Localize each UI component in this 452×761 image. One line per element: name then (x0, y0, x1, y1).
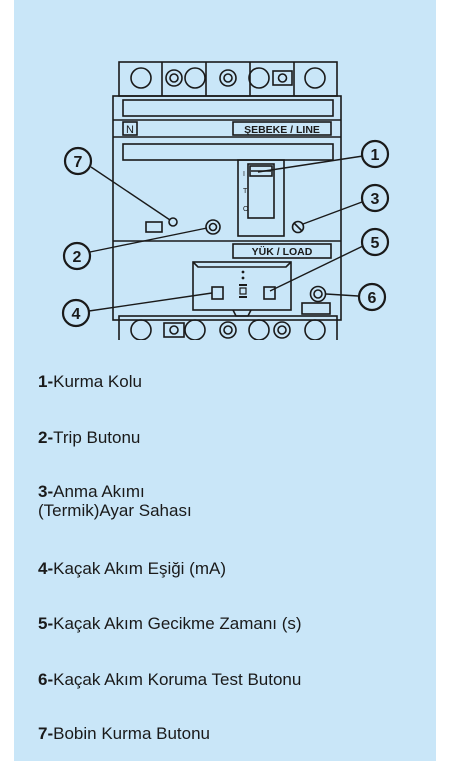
legend-item-5: 5-Kaçak Akım Gecikme Zamanı (s) (38, 614, 302, 633)
legend-item-3: 3-Anma Akımı(Termik)Ayar Sahası (38, 482, 192, 520)
switch-mark-off: O (243, 206, 249, 213)
legend-item-7: 7-Bobin Kurma Butonu (38, 724, 211, 743)
callout-7-circle (63, 146, 93, 176)
breaker-diagram: N ŞEBEKE / LINE YÜK / LOAD I T O 1 2 3 4… (61, 61, 390, 340)
legend-item-6: 6-Kaçak Akım Koruma Test Butonu (38, 670, 302, 689)
trip-button (205, 219, 221, 235)
current-adjust-dial (291, 220, 305, 234)
mid-label-strip (122, 143, 334, 161)
callout-4: 4 (72, 306, 81, 323)
callout-6-circle (357, 282, 387, 312)
test-button-plate (301, 302, 331, 315)
callout-2: 2 (73, 249, 82, 266)
callout-1-circle (360, 139, 390, 169)
switch-mark-on: I (243, 171, 245, 178)
callout-7: 7 (74, 154, 83, 171)
callout-6: 6 (368, 290, 377, 307)
n-label-box (122, 121, 138, 136)
toggle-handle (247, 163, 275, 219)
n-label: N (126, 124, 134, 136)
legend-item-1: 1-Kurma Kolu (38, 372, 142, 391)
callout-2-circle (62, 241, 92, 271)
line-label: ŞEBEKE / LINE (244, 124, 320, 136)
rcd-test-button (309, 285, 327, 303)
switch-mark-trip: T (243, 188, 248, 195)
legend-item-2: 2-Trip Butonu (38, 428, 141, 447)
callout-3: 3 (371, 191, 380, 208)
callout-3-circle (360, 183, 390, 213)
bottom-terminal-block (118, 315, 338, 340)
callout-5-circle (360, 227, 390, 257)
legend-item-4: 4-Kaçak Akım Eşiği (mA) (38, 559, 226, 578)
bobin-reset-button (145, 221, 163, 233)
load-label: YÜK / LOAD (252, 245, 313, 258)
terminal-screw (130, 67, 152, 89)
callout-1: 1 (371, 147, 380, 164)
breaker-body (112, 95, 342, 321)
background-panel (14, 0, 436, 761)
load-label-box (232, 243, 332, 259)
handle-slot (237, 159, 285, 237)
line-label-box (232, 121, 332, 136)
rcd-module (192, 261, 292, 311)
callout-5: 5 (371, 235, 380, 252)
top-label-strip (122, 99, 334, 117)
delay-selector (263, 286, 276, 300)
callout-4-circle (61, 298, 91, 328)
sensitivity-selector (211, 286, 224, 300)
